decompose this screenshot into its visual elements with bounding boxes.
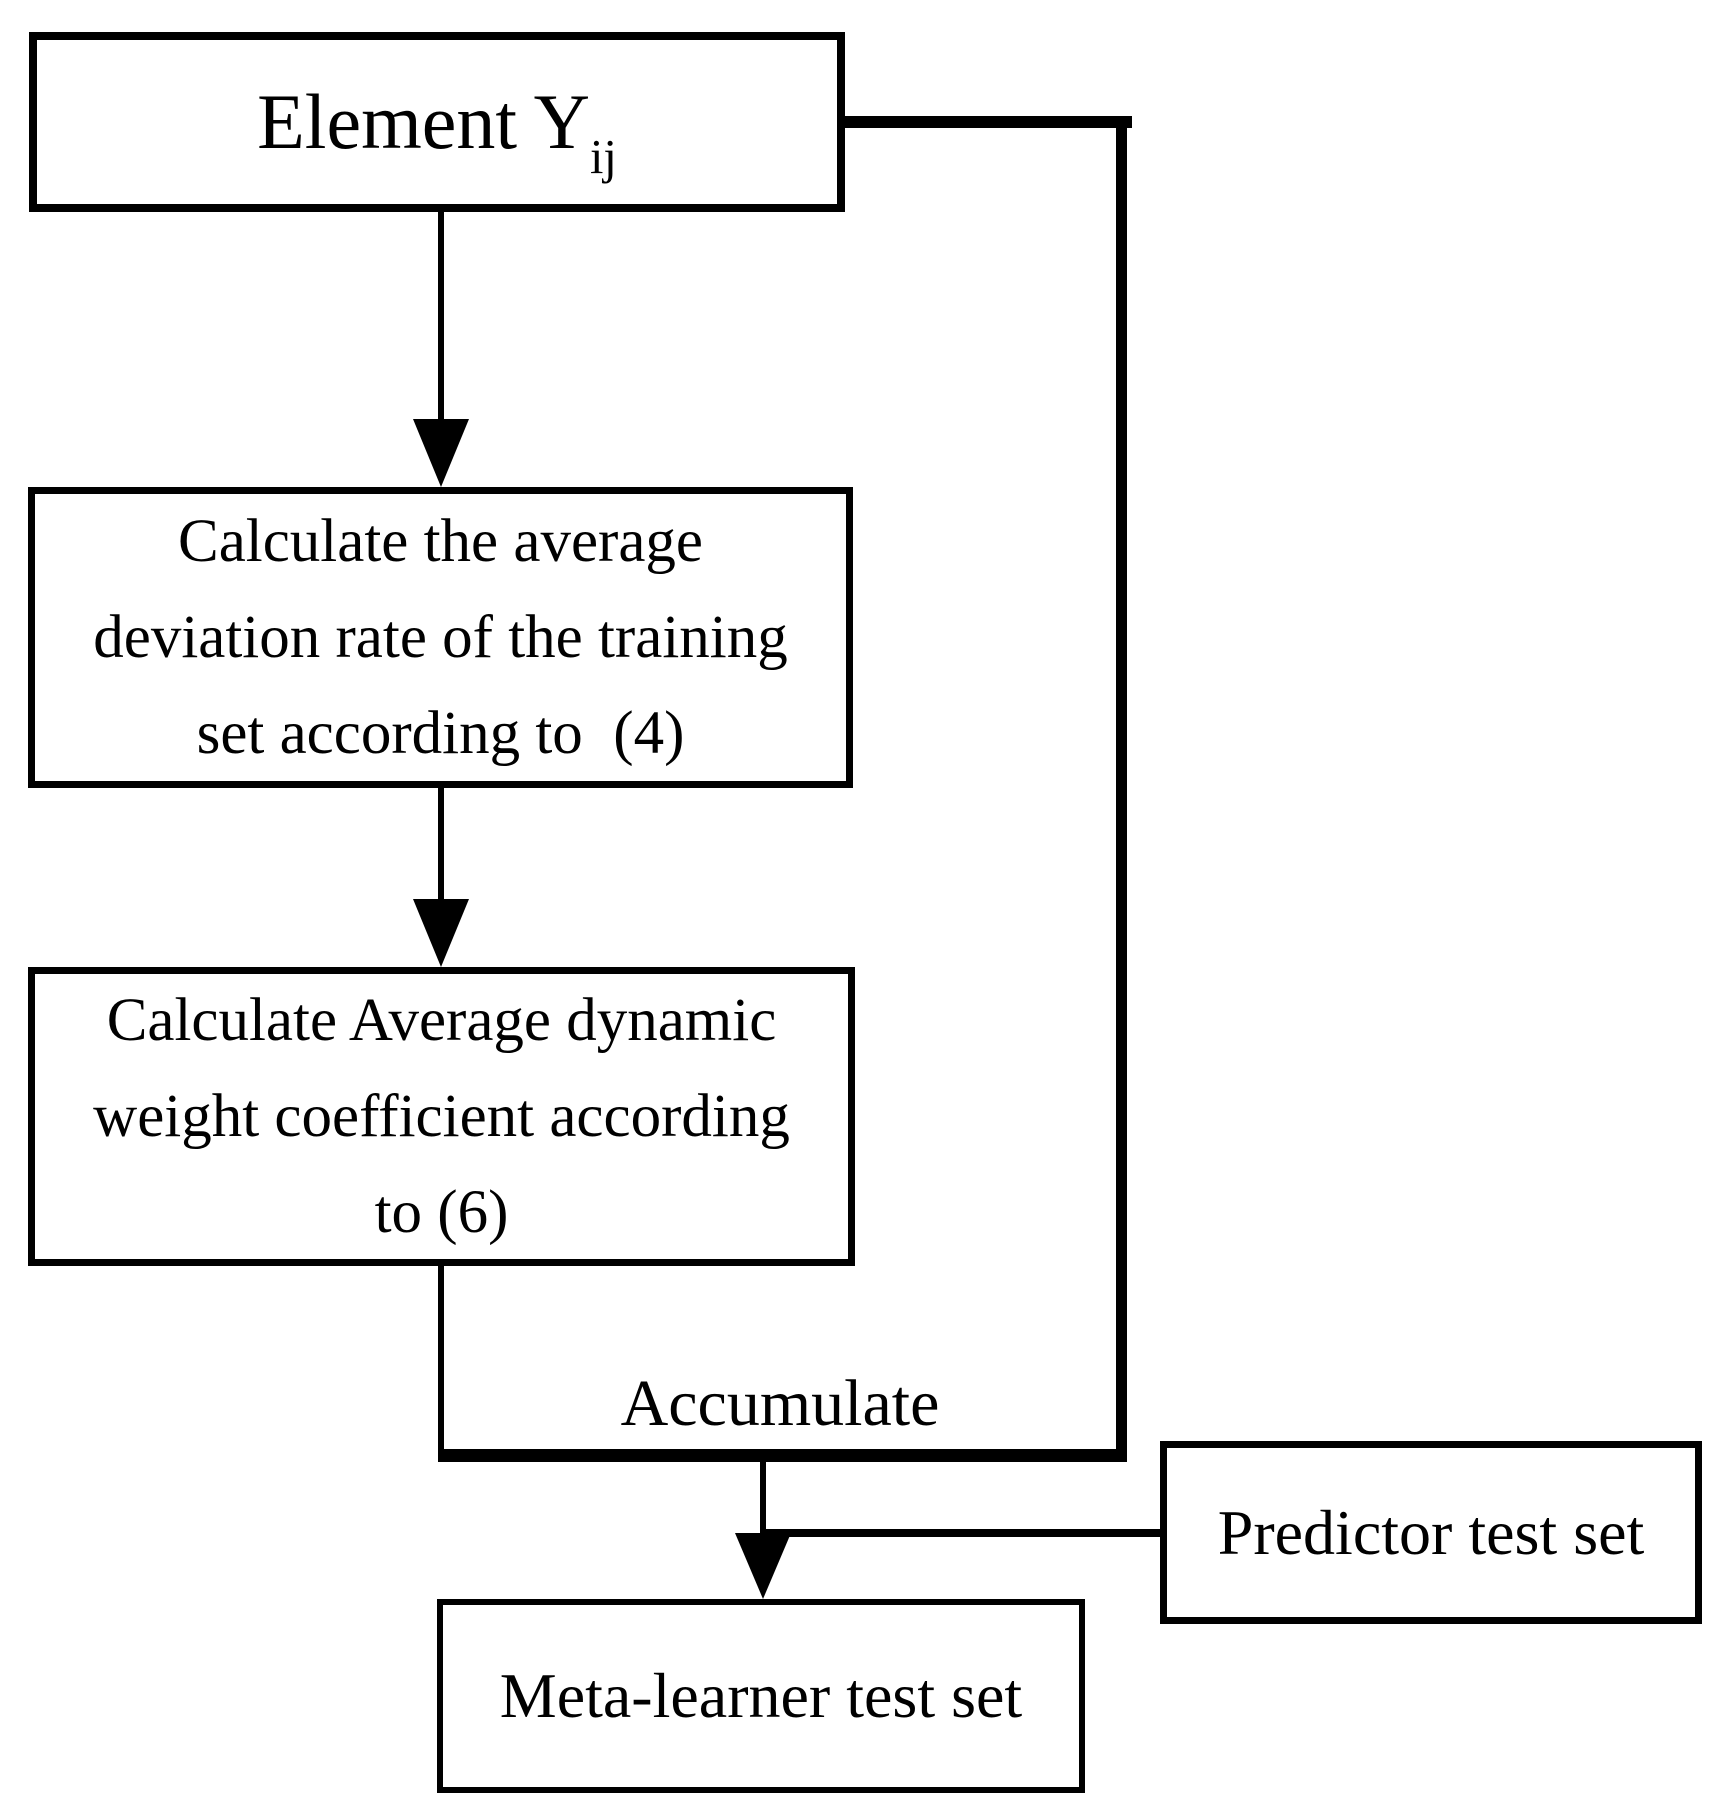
node-avg-deviation-line-1: Calculate the average [178,507,703,575]
node-dynamic-weight-line-3: to (6) [374,1178,509,1246]
edge-dynamic-weight-to-accumulate-shaft [438,1266,444,1456]
node-avg-deviation-line-3: set according to (4) [196,699,685,767]
node-avg-deviation-rate: Calculate the average deviation rate of … [28,487,853,788]
edge-element-to-avg-deviation-shaft [438,212,444,419]
node-meta-learner-test-set: Meta-learner test set [437,1599,1085,1793]
node-meta-learner-label: Meta-learner test set [499,1660,1023,1731]
edge-accumulate-bar [438,1449,1127,1462]
edge-avg-deviation-to-dynamic-weight-shaft [438,788,444,899]
node-predictor-label: Predictor test set [1217,1496,1645,1568]
edge-element-to-avg-deviation-arrowhead-icon [413,419,469,487]
edge-accumulate-to-meta-learner-arrowhead-icon [735,1533,791,1599]
node-dynamic-weight-line-1: Calculate Average dynamic [106,986,777,1054]
node-dynamic-weight-coefficient: Calculate Average dynamic weight coeffic… [28,967,855,1266]
node-element-yij: Element Yij [29,32,845,212]
edge-element-bypass-horizontal [845,116,1132,128]
node-element-yij-text: Element Y [257,78,590,165]
edge-predictor-to-junction [763,1529,1160,1537]
edge-avg-deviation-to-dynamic-weight-arrowhead-icon [413,899,469,967]
node-element-yij-subscript: ij [589,131,617,185]
node-avg-deviation-line-2: deviation rate of the training [93,603,788,671]
edge-element-bypass-vertical [1116,116,1127,1462]
node-predictor-test-set: Predictor test set [1160,1441,1702,1624]
node-element-yij-label: Element Yij [257,77,617,182]
edge-label-accumulate: Accumulate [620,1367,940,1440]
edge-accumulate-to-meta-learner-shaft [760,1449,766,1535]
node-dynamic-weight-line-2: weight coefficient according [93,1082,790,1150]
